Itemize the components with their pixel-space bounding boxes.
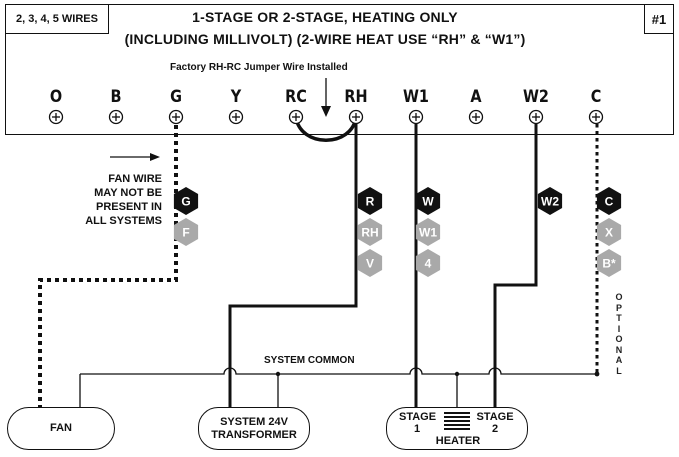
wire-rh — [228, 117, 358, 408]
wire-tag-g-hex — [173, 187, 199, 215]
terminal-screw-b — [108, 109, 124, 125]
terminal-label-y: Y — [230, 87, 242, 107]
junction-dot — [454, 371, 460, 377]
fan-note-line: PRESENT IN — [95, 201, 162, 213]
terminal-screw-rc — [288, 109, 304, 125]
fan-note-line: ALL SYSTEMS — [85, 215, 162, 227]
terminal-label-c: C — [590, 87, 602, 107]
optional-letter: L — [616, 365, 622, 376]
wire-tag-r-label: RH — [361, 226, 378, 240]
terminal-screw-w1 — [408, 109, 424, 125]
optional-letter: A — [615, 355, 623, 365]
heater-element-icon — [444, 412, 470, 430]
wire-tag-w-hex — [415, 187, 441, 215]
optional-letter: O — [615, 334, 623, 344]
optional-letter: P — [615, 302, 622, 313]
terminal-screw-c — [588, 109, 604, 125]
terminal-label-b: B — [110, 87, 122, 107]
stage1-label: STAGE 1 — [399, 411, 437, 435]
diagram-title: 1-STAGE OR 2-STAGE, HEATING ONLY — [192, 9, 458, 25]
wire-tag-g-label: F — [182, 226, 189, 240]
junction-dot — [275, 371, 281, 377]
fan-label: FAN — [50, 422, 72, 434]
fan-wire-note: FAN WIRE MAY NOT BE PRESENT IN ALL SYSTE… — [70, 172, 162, 228]
transformer-label-line2: TRANSFORMER — [211, 428, 297, 441]
wire-tag-c-hex — [596, 187, 622, 215]
optional-letter: N — [615, 344, 623, 355]
wire-tag-w-label: W1 — [419, 226, 437, 240]
wire-tag-c-hex — [596, 218, 622, 246]
system-common-line — [79, 367, 597, 408]
wire-tag-c-label: C — [605, 195, 614, 209]
wire-tag-g-hex — [173, 218, 199, 246]
wire-tag-r-hex — [357, 187, 383, 215]
fan-note-line: MAY NOT BE — [94, 187, 162, 199]
wire-tag-c-label: B* — [602, 257, 616, 271]
wire-count-text: 2, 3, 4, 5 WIRES — [16, 13, 98, 25]
wire-tag-w-hex — [415, 218, 441, 246]
stage1-line1: STAGE — [399, 411, 437, 423]
wire-count-label: 2, 3, 4, 5 WIRES — [5, 4, 109, 34]
terminal-label-o: O — [49, 87, 63, 107]
wire-tag-c-hex — [596, 249, 622, 277]
terminal-label-rh: RH — [344, 87, 368, 107]
fan-device: FAN — [7, 407, 115, 450]
wire-tag-g-label: G — [181, 195, 190, 209]
jumper-wire — [294, 116, 358, 142]
wire-tag-r-hex — [357, 249, 383, 277]
fan-note-arrow — [110, 153, 160, 161]
terminal-label-w2: W2 — [522, 87, 550, 107]
stage2-line1: STAGE — [476, 411, 514, 423]
wire-tag-c-label: X — [605, 226, 613, 240]
stage1-line2: 1 — [413, 423, 421, 435]
optional-label: O P T I O N A L — [614, 292, 624, 376]
wire-tag-r-label: V — [366, 257, 374, 271]
terminal-screw-o — [48, 109, 64, 125]
transformer-device: SYSTEM 24V TRANSFORMER — [198, 407, 310, 450]
wire-tag-w-hex — [415, 249, 441, 277]
diagram-number-text: #1 — [651, 11, 667, 27]
diagram-number: #1 — [644, 4, 674, 34]
wire-tag-w-label: W — [422, 195, 434, 209]
terminal-label-w1: W1 — [402, 87, 430, 107]
fan-note-line: FAN WIRE — [108, 173, 162, 185]
optional-letter: I — [617, 323, 621, 334]
terminal-screw-g — [168, 109, 184, 125]
heater-label: HEATER — [435, 435, 481, 447]
stage2-line2: 2 — [491, 423, 499, 435]
heater-device: STAGE 1 STAGE 2 HEATER — [386, 407, 528, 450]
wire-tag-w2-label: W2 — [541, 195, 559, 209]
terminal-screw-w2 — [528, 109, 544, 125]
wire-tag-r-label: R — [366, 195, 375, 209]
transformer-label-line1: SYSTEM 24V — [220, 415, 288, 428]
wire-tag-w2-hex — [537, 187, 563, 215]
terminal-label-g: G — [170, 87, 182, 107]
terminal-screw-rh — [348, 109, 364, 125]
terminal-label-a: A — [470, 87, 482, 107]
fan-wire-g — [38, 117, 178, 408]
wire-tag-w-label: 4 — [425, 257, 432, 271]
optional-letter: O — [615, 292, 623, 302]
terminal-screw-a — [468, 109, 484, 125]
jumper-arrow — [321, 78, 331, 117]
junction-dot — [594, 371, 600, 377]
wire-tag-r-hex — [357, 218, 383, 246]
optional-letter: T — [616, 313, 622, 323]
terminal-label-rc: RC — [285, 87, 307, 107]
system-common-label: SYSTEM COMMON — [264, 355, 355, 366]
diagram-subtitle: (INCLUDING MILLIVOLT) (2-WIRE HEAT USE “… — [124, 31, 526, 47]
jumper-note: Factory RH-RC Jumper Wire Installed — [170, 62, 348, 73]
wire-w2 — [493, 117, 538, 408]
terminal-screw-y — [228, 109, 244, 125]
stage2-label: STAGE 2 — [475, 411, 515, 435]
